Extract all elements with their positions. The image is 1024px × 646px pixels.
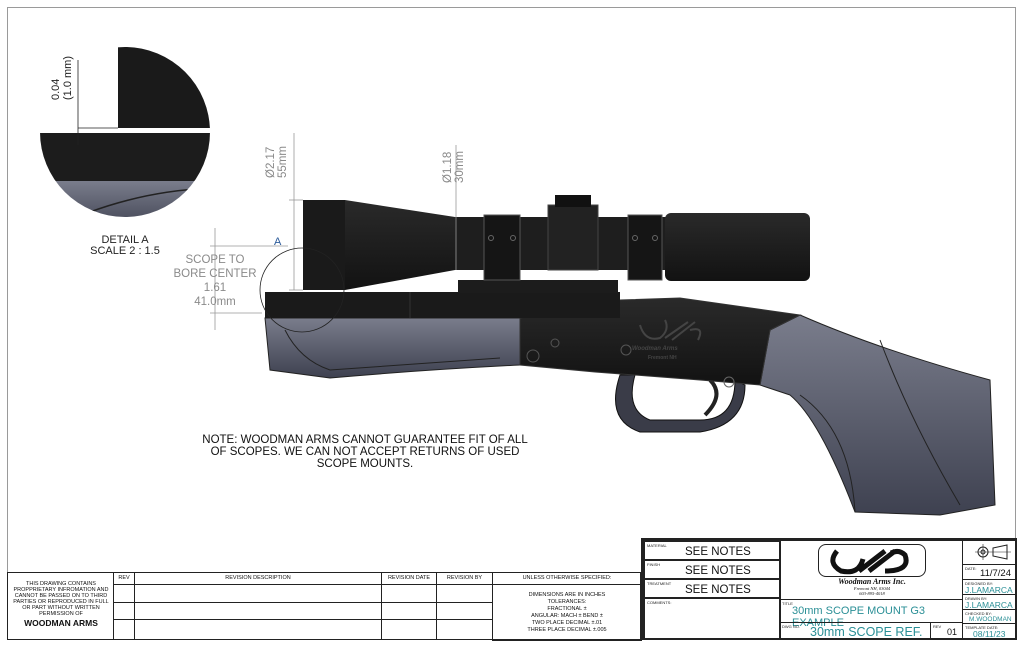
barrel <box>265 292 620 318</box>
title-label: TITLE <box>782 601 793 606</box>
dwg-no-label: DWG NO. <box>782 624 800 629</box>
engraving-location: Fremont NH <box>648 355 677 361</box>
proprietary-notice: THIS DRAWING CONTAINS PROPPRIETARY INFRO… <box>13 581 109 617</box>
revision-block: THIS DRAWING CONTAINS PROPPRIETARY INFRO… <box>7 572 642 641</box>
company-address: Fremont NH, 03044 <box>853 586 891 591</box>
company-logo-cell: Woodman Arms Inc. Fremont NH, 03044 603-… <box>779 540 963 600</box>
tolerances: DIMENSIONS ARE IN INCHES TOLERANCES: FRA… <box>492 592 642 634</box>
checked-by-value: M.WOODMAN <box>969 616 1012 623</box>
tolerance-line: DIMENSIONS ARE IN INCHES <box>528 592 606 598</box>
tube-mm: 30mm <box>454 151 466 183</box>
stock <box>759 314 996 516</box>
header-rev: REV <box>118 575 130 581</box>
drawing-title: 30mm SCOPE MOUNT G3 EXAMPLE <box>792 605 926 629</box>
material-label: MATERIAL <box>647 543 667 548</box>
designed-by-label: DESIGNED BY: <box>965 581 994 586</box>
tolerance-line: ANGULAR: MACH ± BEND ± <box>531 613 603 619</box>
detail-scale: SCALE 2 : 1.5 <box>90 245 160 257</box>
receiver-logo <box>639 319 702 341</box>
tolerance-line: TOLERANCES: <box>547 599 587 605</box>
detail-a-circle <box>259 247 345 333</box>
projection-symbol-cell <box>962 540 1017 565</box>
detail-dim-metric: (1.0 mm) <box>62 56 74 100</box>
scope-to-bore-line1: SCOPE TO <box>185 254 245 266</box>
receiver <box>519 297 802 386</box>
scope-to-bore-mm: 41.0mm <box>194 296 236 308</box>
forend <box>264 317 521 379</box>
trigger-guard <box>615 374 746 433</box>
scope <box>303 195 810 290</box>
date-label: DATE: <box>965 566 977 571</box>
header-unless-specified: UNLESS OTHERWISE SPECIFIED: <box>522 575 612 581</box>
finish-label: FINISH <box>647 562 661 567</box>
treatment-value: SEE NOTES <box>685 584 751 596</box>
third-angle-projection-icon <box>975 544 1011 560</box>
tolerance-line: THREE PLACE DECIMAL ±.005 <box>527 627 607 633</box>
template-date-label: TEMPLATE DATE: <box>965 625 999 630</box>
scope-base <box>458 280 618 293</box>
scope-to-bore-inches: 1.61 <box>203 282 227 294</box>
rev-label: REV <box>933 624 942 629</box>
title-block: MATERIAL SEE NOTES FINISH SEE NOTES TREATM… <box>641 538 1017 640</box>
dimension-lines <box>210 133 457 330</box>
finish-value: SEE NOTES <box>685 565 751 577</box>
company-name: Woodman Arms Inc. <box>838 577 906 586</box>
template-date-value: 08/11/23 <box>973 629 1006 639</box>
material-value: SEE NOTES <box>685 546 751 558</box>
proprietary-company: WOODMAN ARMS <box>24 618 98 628</box>
objective-diameter: Ø2.17 <box>265 146 277 178</box>
company-logo <box>818 544 926 577</box>
scope-to-bore-line2: BORE CENTER <box>173 268 257 280</box>
detail-callout: A <box>274 236 282 248</box>
detail-dim-value: 0.04 <box>50 78 62 100</box>
scope-to-bore-dim: SCOPE TO BORE CENTER 1.61 41.0mm <box>170 253 260 309</box>
tolerance-line: FRACTIONAL ± <box>547 606 587 612</box>
engraving-name: Woodman Arms <box>632 346 678 352</box>
rev-value: 01 <box>947 627 958 637</box>
detail-title: DETAIL A <box>101 234 149 246</box>
fit-note: NOTE: WOODMAN ARMS CANNOT GUARANTEE FIT … <box>202 434 528 470</box>
designed-by-value: J.LAMARCA <box>965 585 1013 595</box>
objective-mm: 55mm <box>277 146 289 178</box>
comments-label: COMMENTS: <box>647 600 672 605</box>
drawn-by-label: DRAWN BY: <box>965 596 988 601</box>
tube-diameter: Ø1.18 <box>442 151 454 183</box>
tolerance-line: TWO PLACE DECIMAL ±.01 <box>531 620 603 626</box>
date-value: 11/7/24 <box>980 568 1011 579</box>
header-revision-by: REVISION BY <box>446 575 483 581</box>
treatment-label: TREATMENT <box>647 581 672 586</box>
company-phone: 603-895-4018 <box>859 591 885 596</box>
header-revision-date: REVISION DATE <box>387 575 431 581</box>
detail-dim-label: 0.04 (1.0 mm) <box>50 56 74 100</box>
drawn-by-value: J.LAMARCA <box>965 600 1013 610</box>
header-revision-description: REVISION DESCRIPTION <box>225 575 291 581</box>
dwg-no-value: 30mm SCOPE REF. <box>810 625 923 639</box>
checked-by-label: CHECKED BY: <box>965 611 992 616</box>
